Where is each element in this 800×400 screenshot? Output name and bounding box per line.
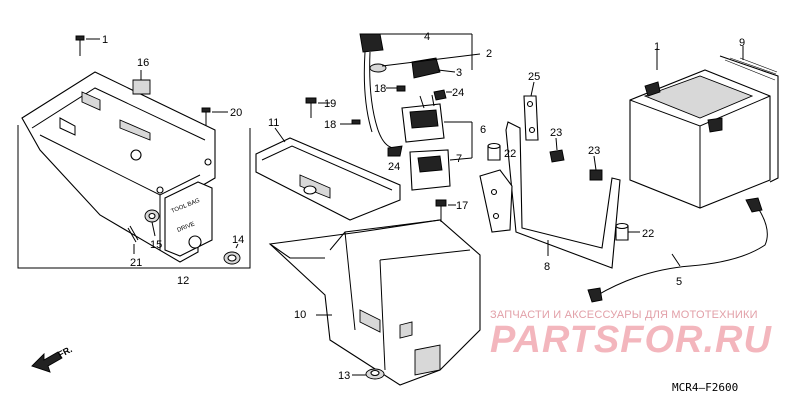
- watermark-tagline: ЗАПЧАСТИ И АКСЕССУАРЫ ДЛЯ МОТОТЕХНИКИ: [490, 309, 758, 321]
- watermark-logo: PARTSFOR.RU: [490, 319, 772, 361]
- bolt-23a: [549, 137, 565, 163]
- callout-4: 4: [424, 31, 430, 43]
- diagram-code: MCR4—F2600: [672, 381, 738, 394]
- callout-20a: 1: [102, 34, 108, 46]
- callout-15: 15: [150, 239, 162, 251]
- collar-22a: [487, 142, 501, 161]
- battery-stay-11: [255, 127, 401, 221]
- starter-relay-6: [401, 94, 445, 143]
- callout-6: 6: [480, 124, 486, 136]
- callout-12: 12: [177, 275, 189, 287]
- callout-11: 11: [268, 117, 279, 129]
- callout-17: 17: [456, 200, 468, 212]
- bolt-19: [305, 97, 330, 118]
- callout-1: 1: [654, 41, 660, 53]
- screw-20a: [75, 35, 100, 56]
- battery-cable-5: [587, 197, 768, 303]
- callout-13: 13: [338, 370, 350, 382]
- callout-9: 9: [739, 37, 745, 49]
- callout-24a: 24: [452, 87, 464, 99]
- clip-24a: [433, 89, 452, 101]
- callout-22b: 22: [642, 228, 654, 240]
- callout-14: 14: [232, 234, 244, 246]
- callout-3: 3: [456, 67, 462, 79]
- callout-2: 2: [486, 48, 492, 60]
- bolt-18a: [340, 119, 361, 125]
- callout-21: 21: [130, 257, 142, 269]
- callout-7: 7: [456, 153, 462, 165]
- collar-22b: [615, 222, 640, 241]
- bracket-25: [523, 81, 539, 141]
- callout-19: 19: [324, 98, 336, 110]
- callout-24b: 24: [388, 161, 400, 173]
- battery-1: [629, 48, 771, 209]
- cap-14: [223, 243, 241, 265]
- relay-cover-3: [411, 57, 441, 79]
- callout-10: 10: [294, 309, 306, 321]
- callout-22a: 22: [504, 148, 516, 160]
- callout-16: 16: [137, 57, 149, 69]
- holder-8: [479, 121, 621, 269]
- clip-16: [132, 70, 151, 95]
- relay-cable-4: [359, 33, 399, 149]
- bolt-17: [435, 199, 456, 222]
- callout-18a: 18: [324, 119, 336, 131]
- clip-24b: [387, 145, 403, 157]
- front-label: FR.: [56, 344, 73, 360]
- battery-tray-10: [268, 219, 481, 386]
- pin-21: [127, 225, 139, 254]
- nut-13: [352, 368, 385, 380]
- callout-23a: 23: [550, 127, 562, 139]
- callout-18b: 18: [374, 83, 386, 95]
- screw-20b: [201, 107, 228, 126]
- relay-cover-7: [409, 149, 451, 191]
- grommet-15: [144, 209, 160, 237]
- callout-23b: 23: [588, 145, 600, 157]
- front-direction-marker: FR.: [31, 344, 74, 373]
- bolt-18b: [386, 85, 406, 92]
- tool-box-cover-assembly: TOOL BAG DRIVE: [17, 71, 251, 269]
- callout-25: 25: [528, 71, 540, 83]
- callout-20b: 20: [230, 107, 242, 119]
- callout-5: 5: [676, 276, 682, 288]
- bolt-23b: [589, 155, 603, 181]
- callout-8: 8: [544, 261, 550, 273]
